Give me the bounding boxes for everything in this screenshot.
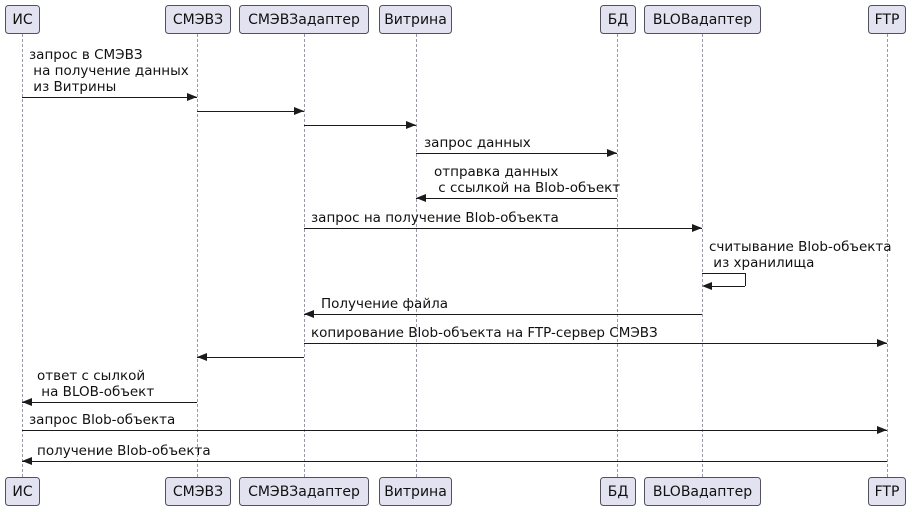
participant-box-top-1: СМЭВЗ [165,5,231,34]
lifeline-participant-1 [197,34,198,477]
message-6-arrowhead [702,282,712,290]
message-12-line [22,461,887,462]
message-label-line: отправка данных [434,164,559,180]
message-6-loop-top [702,273,745,274]
message-6-loop-bottom [711,286,745,287]
message-9-line [197,357,304,358]
participant-box-top-5: BLOBадаптер [644,5,761,34]
lifeline-participant-0 [22,34,23,477]
participant-label: БД [607,483,629,500]
message-label-line: получение Blob-объекта [37,443,211,459]
participant-box-bottom-4: БД [600,477,636,506]
message-label-line: запрос данных [424,135,531,151]
message-11-label: запрос Blob-объекта [29,412,175,428]
participant-label: Витрина [384,11,447,28]
message-0-arrowhead [187,93,197,101]
message-12-arrowhead [22,457,32,465]
message-label-line: Получение файла [321,296,448,312]
message-10-line [22,402,197,403]
message-11-line [22,430,887,431]
message-5-arrowhead [692,224,702,232]
participant-label: BLOBадаптер [652,483,753,500]
participant-box-top-0: ИС [5,5,40,34]
message-3-line [416,153,617,154]
message-2-line [304,125,416,126]
message-label-line: из Витрины [29,79,117,95]
message-7-arrowhead [304,310,314,318]
message-8-label: копирование Blob-объекта на FTP-сервер С… [311,325,658,341]
message-label-line: на получение данных [29,63,189,79]
lifeline-participant-4 [617,34,618,477]
message-9-arrowhead [197,353,207,361]
message-label-line: с ссылкой на Blob-объект [434,180,621,196]
lifeline-participant-5 [702,34,703,477]
message-10-label: ответ с сылкой на BLOB-объект [37,368,154,400]
message-label-line: на BLOB-объект [37,384,155,400]
lifeline-participant-2 [304,34,305,477]
participant-label: FTP [874,11,900,28]
message-8-arrowhead [877,339,887,347]
participant-box-top-2: СМЭВЗадаптер [239,5,369,34]
participant-box-bottom-3: Витрина [379,477,452,506]
participant-label: СМЭВЗ [172,483,224,500]
message-11-arrowhead [877,426,887,434]
participant-box-top-4: БД [600,5,636,34]
message-5-label: запрос на получение Blob-объекта [311,210,559,226]
participant-box-bottom-0: ИС [5,477,40,506]
message-4-line [416,198,617,199]
participant-box-bottom-1: СМЭВЗ [165,477,231,506]
participant-label: BLOBадаптер [652,11,753,28]
participant-label: СМЭВЗадаптер [248,11,360,28]
participant-label: СМЭВЗадаптер [248,483,360,500]
message-5-line [304,228,702,229]
participant-label: Витрина [384,483,447,500]
message-0-line [22,97,197,98]
lifeline-participant-3 [416,34,417,477]
message-4-arrowhead [416,194,426,202]
message-4-label: отправка данных с ссылкой на Blob-объект [434,164,620,196]
message-7-label: Получение файла [321,296,448,312]
message-label-line: запрос в СМЭВЗ [29,47,143,63]
message-12-label: получение Blob-объекта [37,443,211,459]
participant-box-bottom-2: СМЭВЗадаптер [239,477,369,506]
message-6-label: считывание Blob-объекта из хранилища [709,239,892,271]
participant-box-bottom-6: FTP [868,477,906,506]
message-label-line: считывание Blob-объекта [709,239,892,255]
message-label-line: из хранилища [709,255,815,271]
message-label-line: запрос на получение Blob-объекта [311,210,559,226]
participant-label: ИС [12,483,33,500]
message-3-label: запрос данных [424,135,531,151]
participant-label: СМЭВЗ [172,11,224,28]
participant-box-bottom-5: BLOBадаптер [644,477,761,506]
message-2-arrowhead [406,121,416,129]
participant-label: FTP [874,483,900,500]
message-6-loop-right [745,273,746,286]
participant-box-top-3: Витрина [379,5,452,34]
participant-label: БД [607,11,629,28]
message-3-arrowhead [607,149,617,157]
participant-label: ИС [12,11,33,28]
message-1-line [197,111,304,112]
message-label-line: запрос Blob-объекта [29,412,176,428]
lifeline-participant-6 [887,34,888,477]
message-label-line: ответ с сылкой [37,368,146,384]
message-0-label: запрос в СМЭВЗ на получение данных из Ви… [29,47,189,95]
participant-box-top-6: FTP [868,5,906,34]
message-1-arrowhead [294,107,304,115]
message-label-line: копирование Blob-объекта на FTP-сервер С… [311,325,658,341]
message-8-line [304,343,887,344]
message-7-line [304,314,702,315]
message-10-arrowhead [22,398,32,406]
